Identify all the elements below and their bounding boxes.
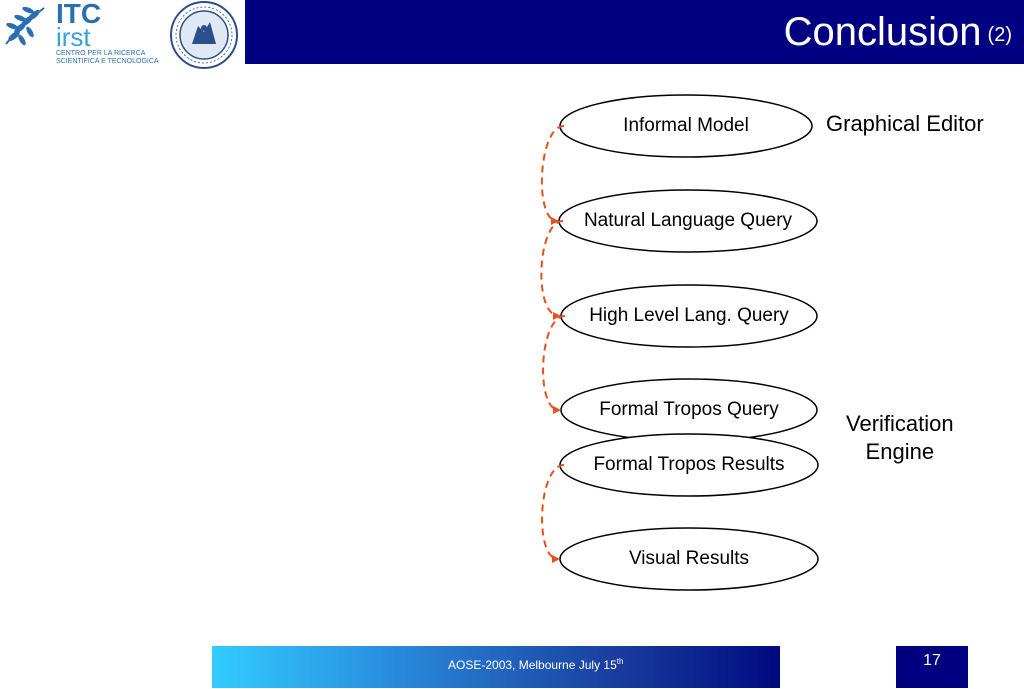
itc-logo-text: ITC	[56, 0, 102, 29]
page-title: Conclusion(2)	[784, 10, 1012, 55]
arrow-natural-language-query-to-high-level-lang-query	[540, 220, 564, 320]
university-seal-icon	[170, 1, 238, 69]
node-label-natural-language-query: Natural Language Query	[583, 210, 793, 231]
title-text: Conclusion	[783, 10, 982, 54]
node-label-formal-tropos-query: Formal Tropos Query	[599, 399, 779, 420]
footer-conference-sup: th	[616, 657, 624, 666]
node-label-informal-model: Informal Model	[623, 115, 749, 136]
footer-conference: AOSE-2003, Melbourne July 15th	[448, 657, 623, 672]
page-number-box: 17	[896, 646, 968, 688]
arrow-paths	[540, 125, 566, 563]
centro-line1: CENTRO PER LA RICERCA	[56, 50, 146, 57]
node-ellipse-visual-results	[559, 527, 819, 591]
logo-graphics	[5, 1, 238, 69]
arrow-high-level-lang-query-to-formal-tropos-query	[542, 315, 566, 414]
centro-line2: SCIENTIFICA E TECNOLOGICA	[56, 58, 159, 65]
verification-line1: Verification	[846, 411, 954, 436]
arrow-informal-model-to-natural-language-query	[540, 125, 565, 225]
arrow-formal-tropos-results-to-visual-results	[541, 464, 565, 563]
centro-logo-text: CENTRO PER LA RICERCA SCIENTIFICA E TECN…	[56, 50, 166, 66]
footer-conference-text: AOSE-2003, Melbourne July 15	[448, 658, 617, 672]
node-ellipses	[558, 94, 819, 591]
verification-line2: Engine	[865, 439, 935, 464]
title-subtitle: (2)	[987, 24, 1012, 46]
header-band: Conclusion(2)	[245, 0, 1024, 64]
footer-bar	[212, 646, 780, 688]
graphical-editor-label: Graphical Editor	[826, 111, 984, 136]
logo-area: ITC irst CENTRO PER LA RICERCA SCIENTIFI…	[0, 0, 245, 72]
node-label-formal-tropos-results: Formal Tropos Results	[593, 454, 785, 475]
node-label-visual-results: Visual Results	[628, 548, 750, 569]
verification-engine-label: Verification Engine	[846, 410, 954, 466]
node-label-high-level-lang-query: High Level Lang. Query	[589, 305, 789, 326]
irst-logo-text: irst	[56, 22, 91, 52]
page-number: 17	[923, 652, 941, 669]
laurel-logo-icon	[5, 6, 45, 46]
